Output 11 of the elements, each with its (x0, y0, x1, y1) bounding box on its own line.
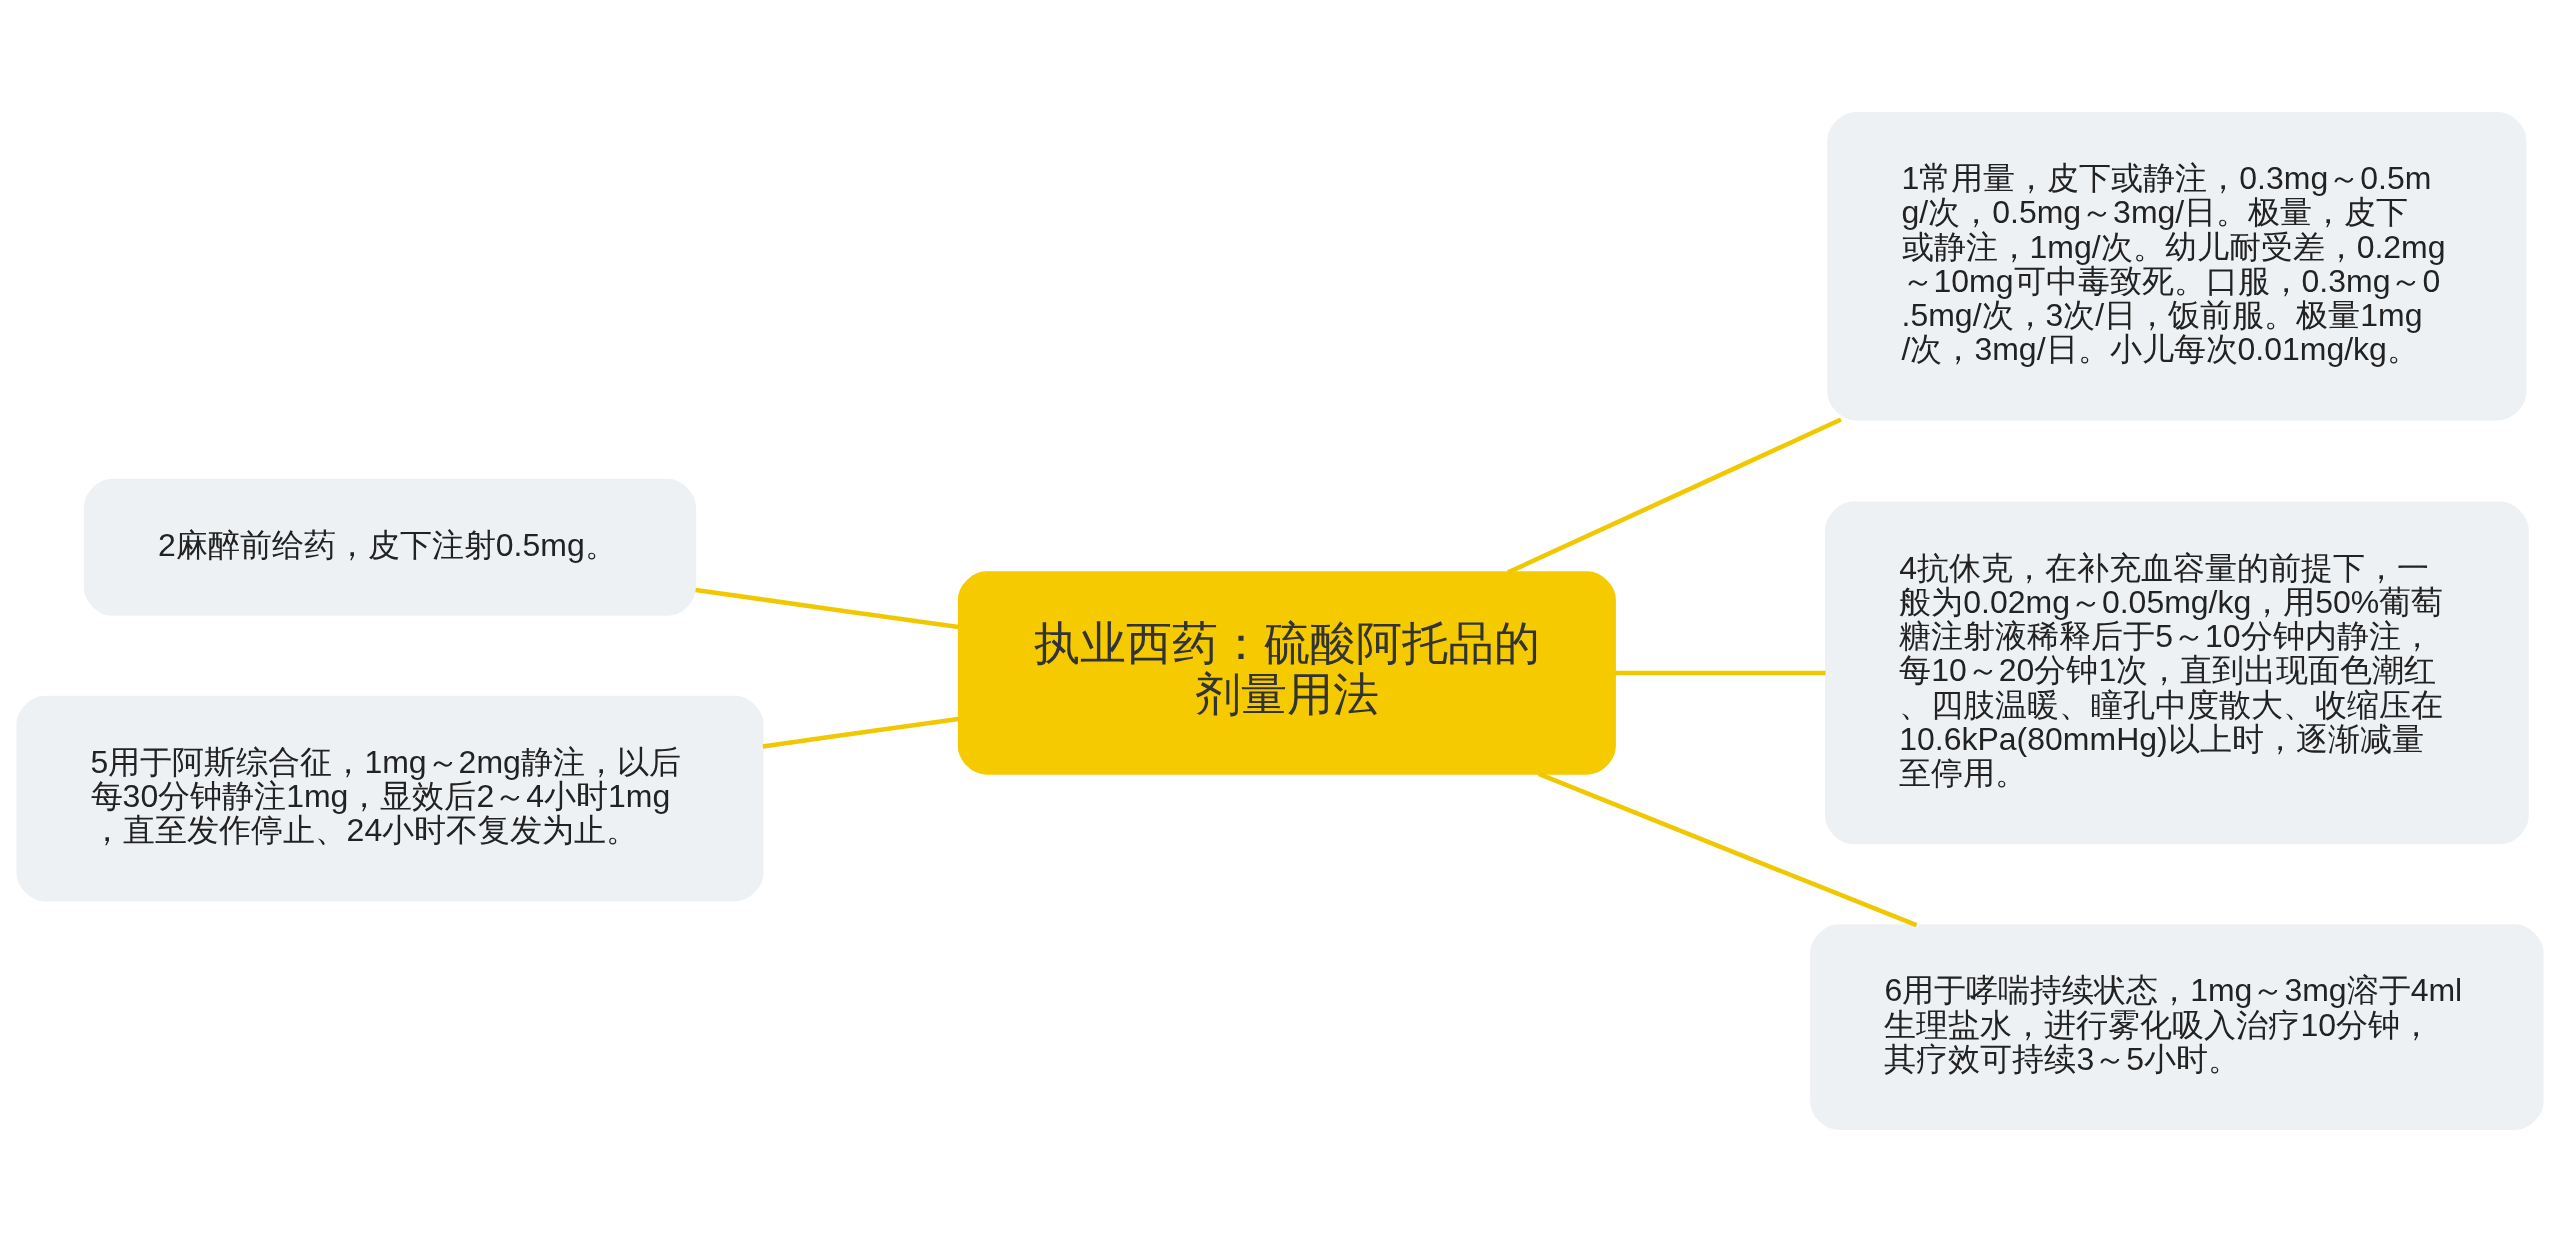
connector (762, 716, 959, 749)
node-box: 执业西药：硫酸阿托品的剂量用法 (957, 570, 1616, 775)
connector (1615, 670, 1826, 675)
node-box: 1常用量，皮下或静注，0.3mg～0.5mg/次，0.5mg～3mg/日。极量，皮下或静注，1mg/次。幼儿耐受差，0.2mg～10mg可中毒致死。口服，0.3mg～0.5mg/次，3次/日，饭前服。极量1mg/次，3mg/日。小儿每次0.01mg/kg。 (1827, 111, 2527, 420)
node-box: 4抗休克，在补充血容量的前提下，一般为0.02mg～0.05mg/kg，用50%葡萄糖注射液稀释后于5～10分钟内静注，每10～20分钟1次，直到出现面色潮红、四肢温暖、瞳孔中度散大、收缩压在10.6kPa(80mmHg)以上时，逐渐减量至停用。 (1825, 501, 2529, 844)
connector (1537, 771, 1918, 927)
connector (695, 587, 959, 629)
node-box: 6用于哮喘持续状态，1mg～3mg溶于4ml生理盐水，进行雾化吸入治疗10分钟，其疗效可持续3～5小时。 (1810, 923, 2544, 1130)
connector (1507, 416, 1842, 574)
node-box: 2麻醉前给药，皮下注射0.5mg。 (83, 478, 697, 616)
node-box: 5用于阿斯综合征，1mg～2mg静注，以后每30分钟静注1mg，显效后2～4小时1mg，直至发作停止、24小时不复发为止。 (16, 695, 764, 901)
